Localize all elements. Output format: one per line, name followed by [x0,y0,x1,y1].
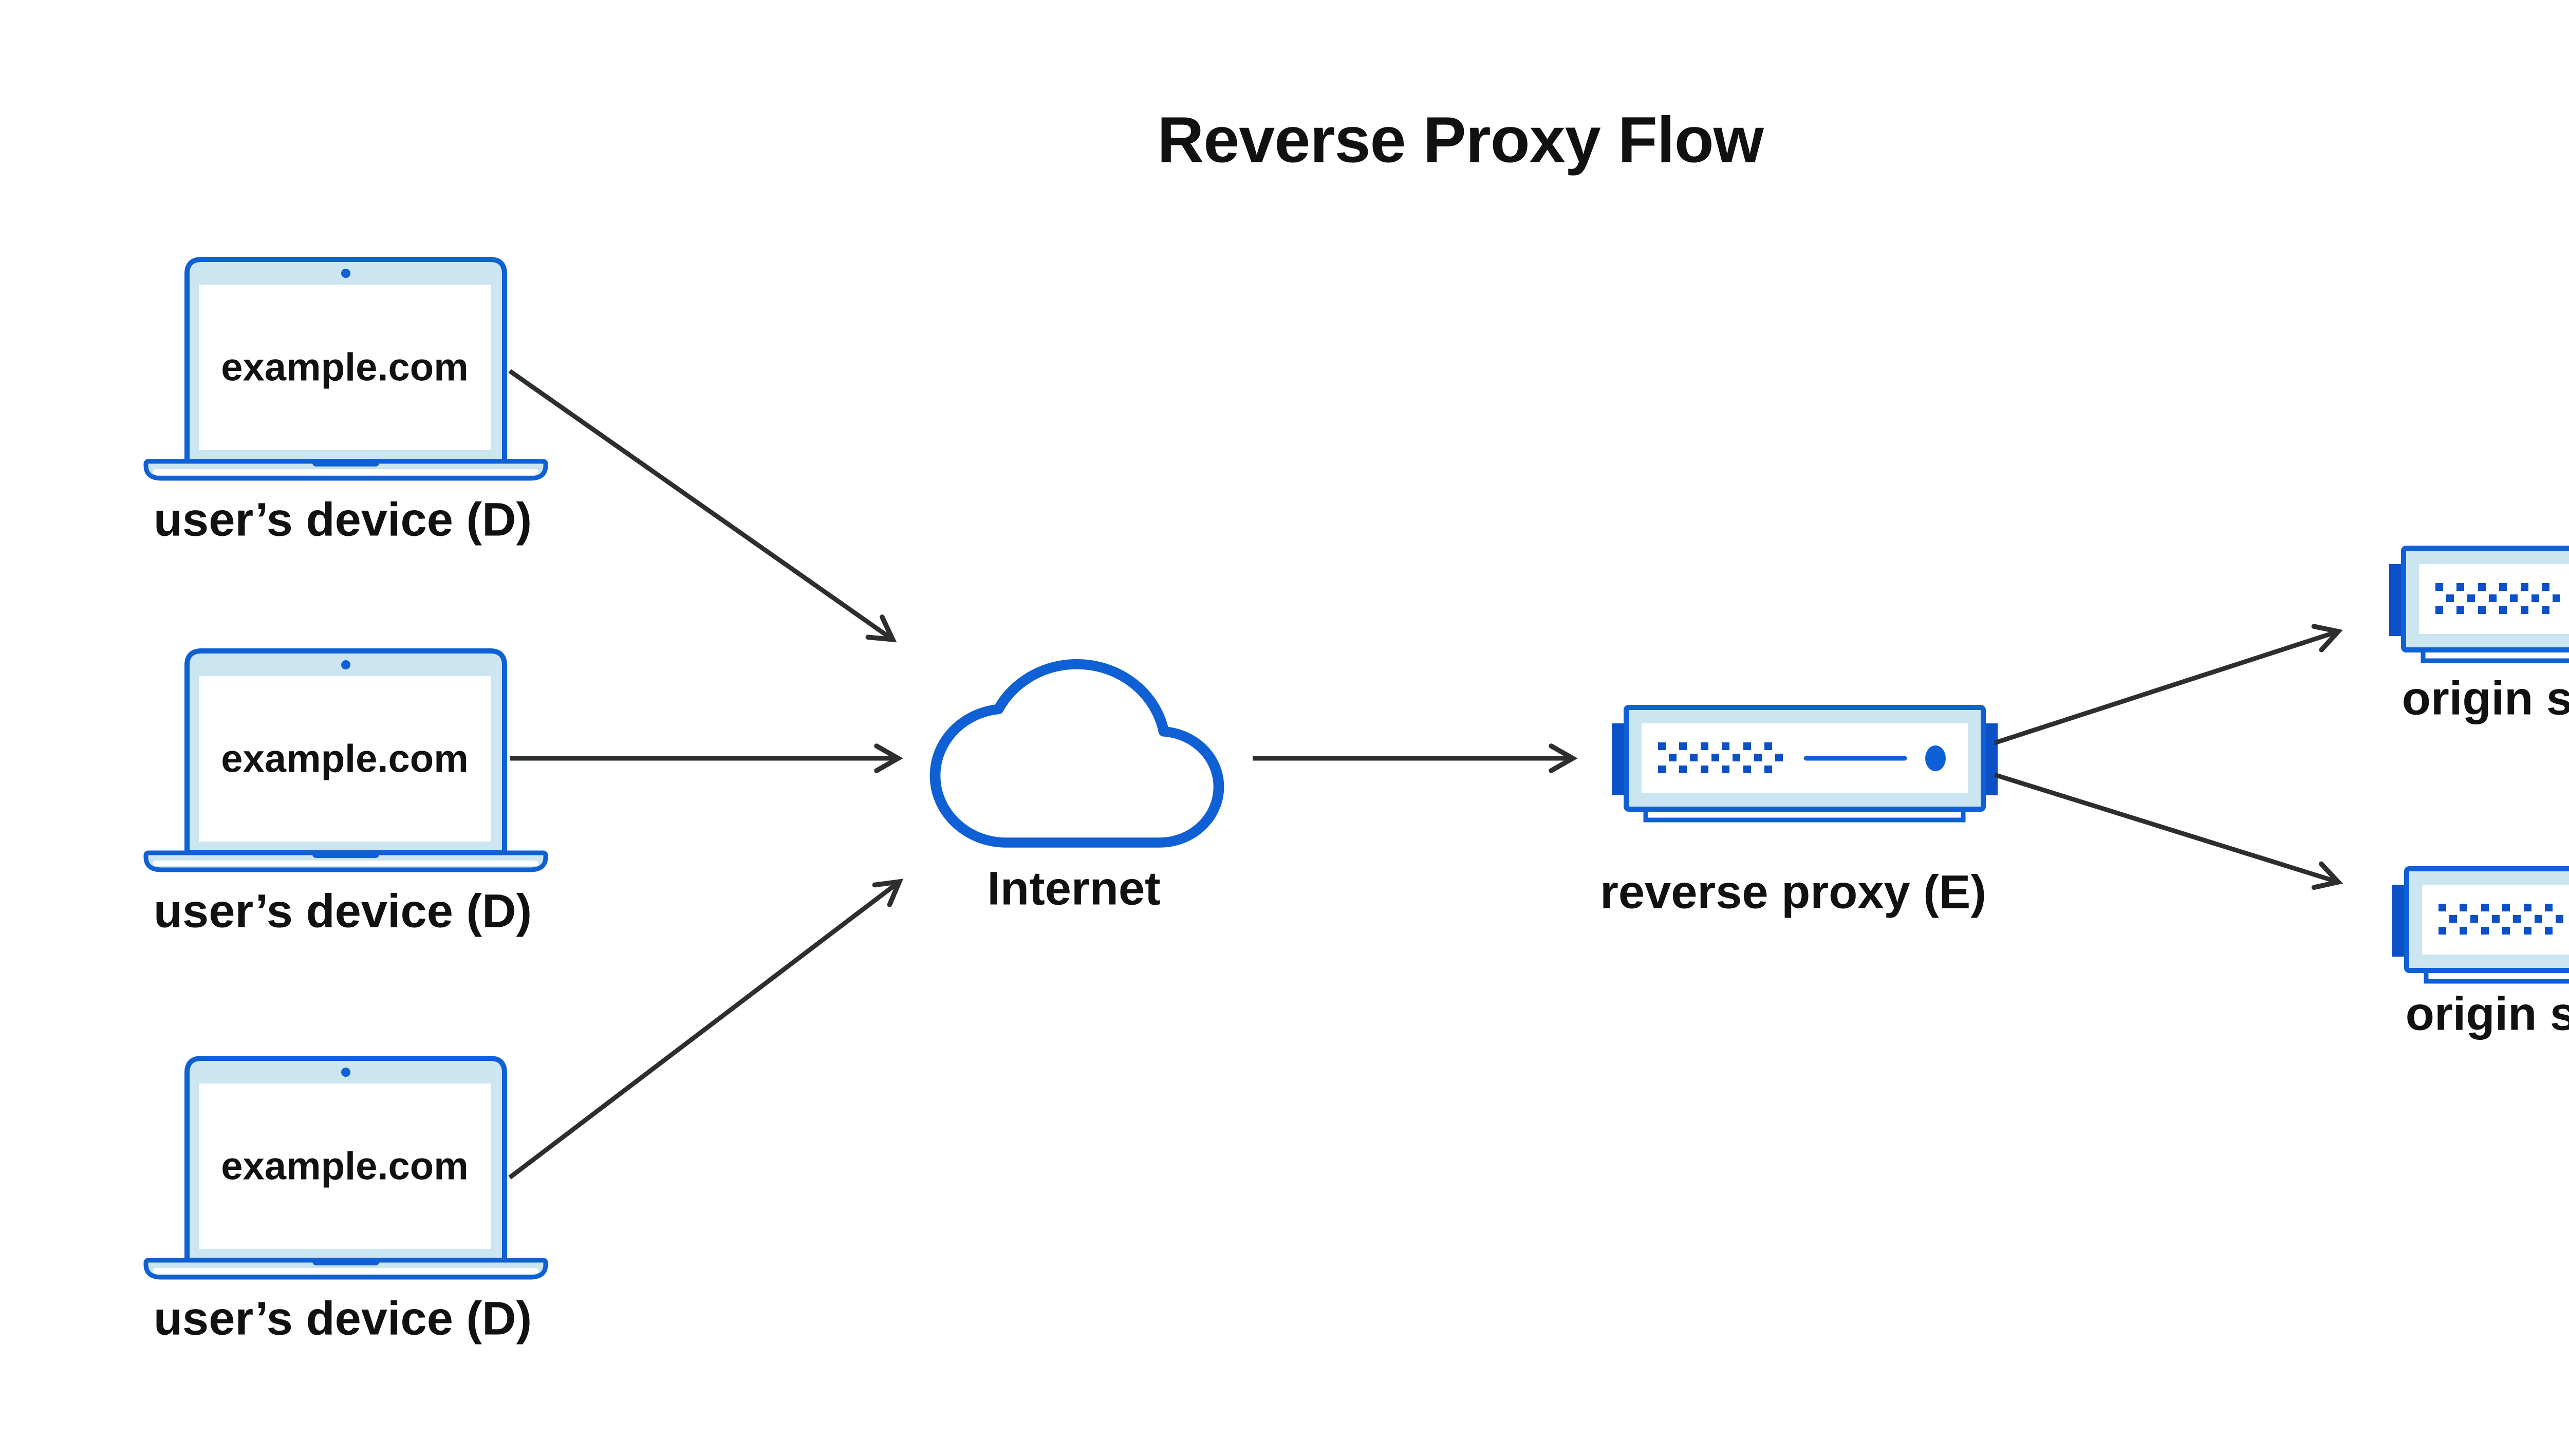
device-label: user’s device (D) [153,885,532,938]
origin-server-label: origin server (F) [2402,672,2569,725]
server-icon [2389,548,2569,661]
arrow-proxy-to-origin1 [1994,624,2343,745]
arrow-proxy-to-origin2 [1994,772,2343,890]
device-screen-text: example.com [221,737,469,781]
arrow-device3-to-internet [508,879,904,1180]
server-icon [1612,707,1998,820]
device-screen-text: example.com [221,1144,469,1188]
device-label: user’s device (D) [153,1292,532,1345]
internet-label: Internet [987,862,1161,915]
page-title: Reverse Proxy Flow [1157,103,1764,176]
device-label: user’s device (D) [153,493,532,546]
arrow-device1-to-internet [508,369,897,643]
cloud-icon [929,659,1224,848]
reverse-proxy-label: reverse proxy (E) [1600,866,1986,919]
device-screen-text: example.com [221,345,469,389]
origin-server-label: origin server (F) [2405,987,2569,1040]
server-icon [2392,869,2569,981]
